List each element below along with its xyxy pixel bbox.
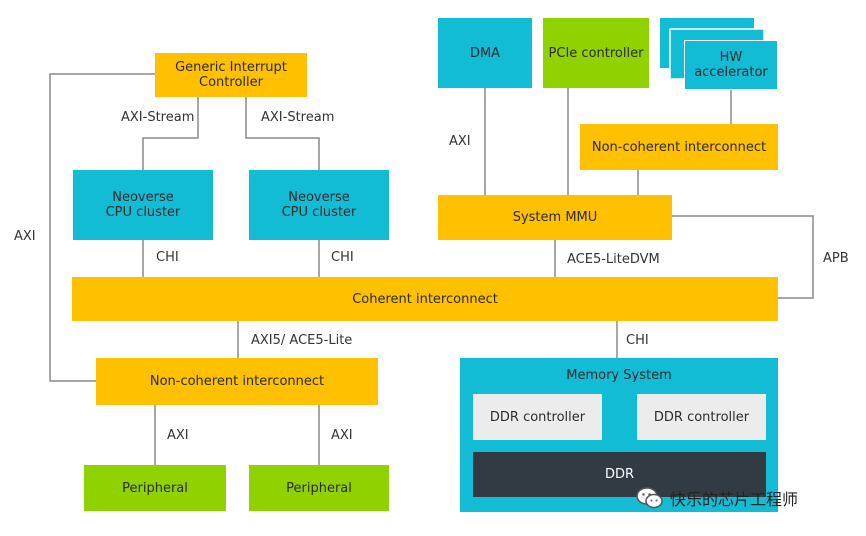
label-chi-cpu1: CHI <box>156 250 179 265</box>
memory-system-title: Memory System <box>566 368 672 383</box>
label-axi-stream-left: AXI-Stream <box>121 110 195 125</box>
peripheral-1: Peripheral <box>84 465 226 511</box>
edge-gic-cpu2 <box>245 97 320 170</box>
pcie-controller: PCIe controller <box>543 18 649 88</box>
coherent-interconnect: Coherent interconnect <box>72 277 778 321</box>
hw-accelerator: HW accelerator <box>684 40 778 90</box>
label-chi-memory: CHI <box>626 333 649 348</box>
ddr-controller-2: DDR controller <box>637 394 766 440</box>
label-axi5-ace5-lite: AXI5/ ACE5-Lite <box>251 333 353 348</box>
edge-smmu-apb <box>672 215 814 299</box>
label-axi-periph1: AXI <box>167 428 189 443</box>
dma-block: DMA <box>438 18 532 88</box>
wechat-icon <box>636 486 664 510</box>
cpu-cluster-1: Neoverse CPU cluster <box>73 170 213 240</box>
edge-gic-nci-bottom <box>49 73 155 382</box>
label-axi-smmu: AXI <box>449 134 471 149</box>
non-coherent-interconnect-top: Non-coherent interconnect <box>580 124 778 170</box>
label-axi-stream-right: AXI-Stream <box>261 110 335 125</box>
generic-interrupt-controller: Generic Interrupt Controller <box>155 53 307 97</box>
system-mmu: System MMU <box>438 195 672 240</box>
label-axi-left: AXI <box>14 229 36 244</box>
watermark-text: 快乐的芯片工程师 <box>670 490 799 509</box>
cpu-cluster-2: Neoverse CPU cluster <box>249 170 389 240</box>
label-ace5-litedvm: ACE5-LiteDVM <box>567 252 660 267</box>
ddr-controller-1: DDR controller <box>473 394 602 440</box>
label-chi-cpu2: CHI <box>331 250 354 265</box>
ddr-memory: DDR <box>473 452 766 497</box>
label-apb: APB <box>823 251 849 266</box>
label-axi-periph2: AXI <box>331 428 353 443</box>
watermark: 快乐的芯片工程师 <box>636 484 798 512</box>
peripheral-2: Peripheral <box>249 465 389 511</box>
non-coherent-interconnect-bottom: Non-coherent interconnect <box>96 358 378 405</box>
edge-gic-cpu1 <box>142 97 199 170</box>
memory-system: Memory System DDR controller DDR control… <box>460 358 778 512</box>
